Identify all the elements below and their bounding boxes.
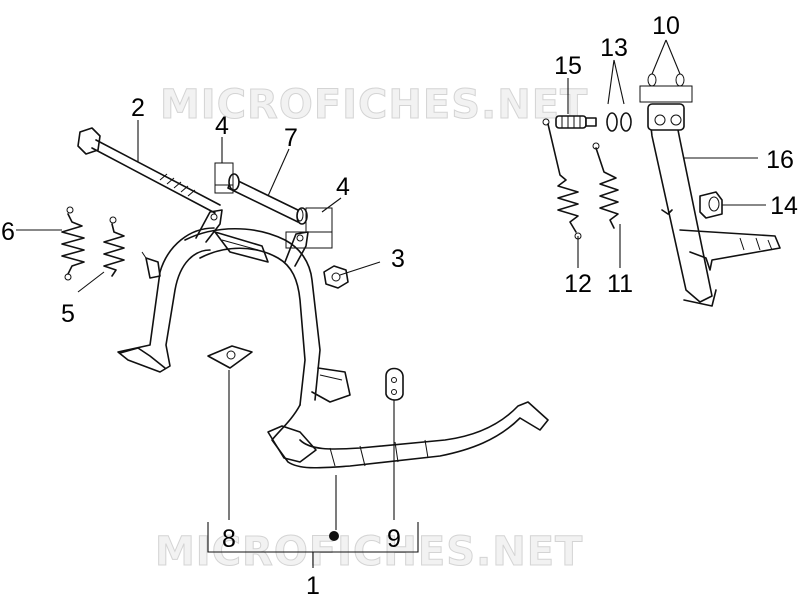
- callout-1: 1: [306, 572, 320, 600]
- part-pin: [227, 173, 308, 225]
- leader-lines: [16, 39, 766, 568]
- part-spring-6: [61, 206, 85, 281]
- callout-5: 5: [61, 300, 75, 328]
- part-rubber-pad: [385, 367, 404, 401]
- part-main-stand: [117, 209, 549, 469]
- callout-7: 7: [284, 124, 298, 152]
- part-clip-b: [285, 207, 333, 249]
- callout-16: 16: [766, 146, 794, 174]
- part-spring-12: [542, 118, 582, 240]
- callout-4-right: 4: [336, 173, 350, 201]
- part-bolt: [77, 127, 221, 214]
- callout-2: 2: [131, 94, 145, 122]
- part-nut: [323, 265, 349, 289]
- callout-12: 12: [564, 270, 592, 298]
- callout-6: 6: [1, 218, 15, 246]
- part-pins: [639, 73, 693, 103]
- callout-11: 11: [607, 270, 633, 298]
- callout-8: 8: [222, 525, 236, 553]
- part-spring-5: [103, 216, 125, 277]
- part-washers: [606, 112, 632, 132]
- callout-13: 13: [600, 34, 628, 62]
- part-clip-a: [214, 162, 234, 194]
- callout-10: 10: [652, 12, 680, 40]
- part-plate: [207, 345, 253, 369]
- part-bushing: [699, 191, 723, 219]
- part-side-stand: [647, 103, 781, 307]
- callout-4-left: 4: [215, 112, 229, 140]
- callout-14: 14: [770, 192, 798, 220]
- watermark-top: MICROFICHES.NET: [160, 82, 588, 128]
- callout-3: 3: [391, 245, 405, 273]
- callout-9: 9: [387, 525, 401, 553]
- reference-dot: [329, 531, 339, 541]
- callout-15: 15: [554, 52, 582, 80]
- part-spring-11: [592, 142, 619, 229]
- part-small-bolt: [555, 115, 597, 129]
